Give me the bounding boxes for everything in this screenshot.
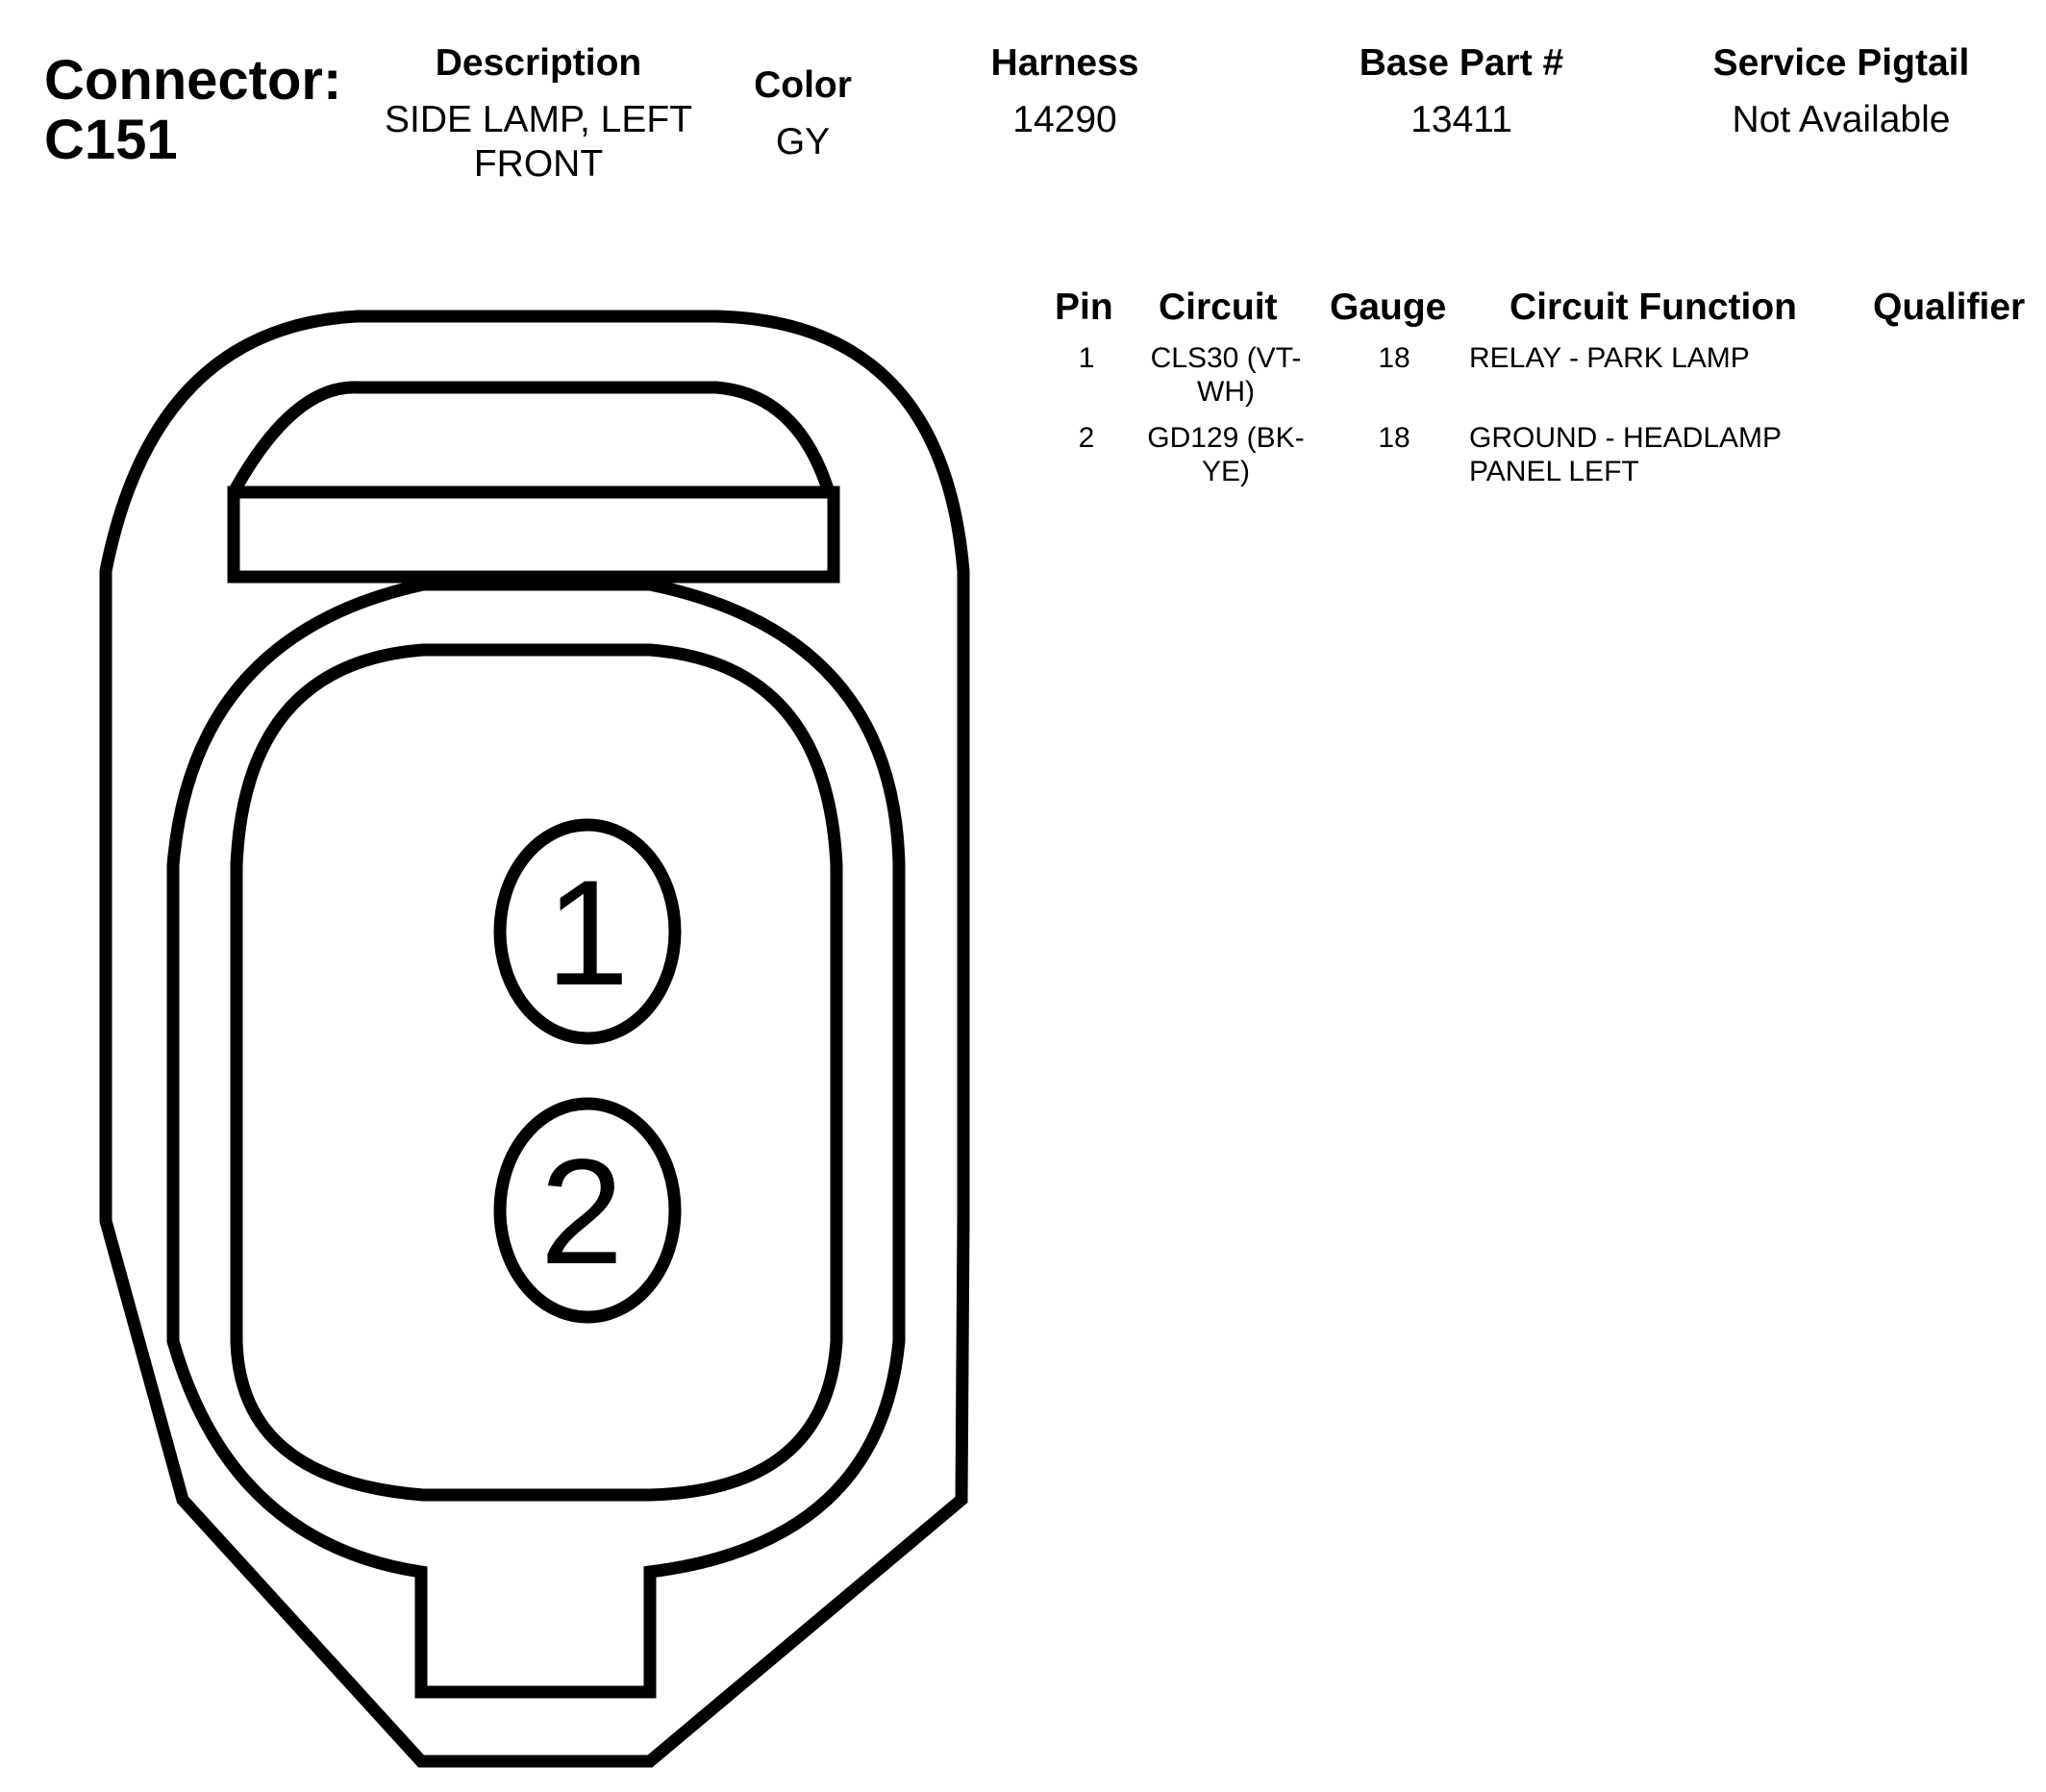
base-part-label: Base Part # — [1359, 42, 1564, 84]
pin-1-terminal — [493, 818, 682, 1045]
row-function: GROUND - HEADLAMP PANEL LEFT — [1469, 421, 1854, 488]
color-value: GY — [775, 121, 831, 162]
description-value-line1: SIDE LAMP, LEFT — [384, 99, 693, 140]
color-label: Color — [754, 64, 852, 106]
row-circuit: CLS30 (VT- WH) — [1125, 341, 1327, 409]
row-function-line1: GROUND - HEADLAMP — [1469, 422, 1783, 454]
col-header-pin: Pin — [1055, 286, 1113, 328]
row-function-line2: PANEL LEFT — [1469, 456, 1639, 487]
service-pigtail-block: Service Pigtail Not Available — [1678, 40, 2005, 142]
description-value-line2: FRONT — [473, 143, 604, 185]
col-header-circuit-function: Circuit Function — [1510, 286, 1797, 328]
row-circuit-line2: YE) — [1201, 456, 1250, 487]
pin-2-number: 2 — [540, 1129, 624, 1296]
connector-inner-cavity — [230, 643, 843, 1502]
row-circuit-line1: GD129 (BK- — [1147, 422, 1305, 454]
service-pigtail-value: Not Available — [1732, 99, 1951, 140]
locking-tab-bar — [227, 485, 840, 584]
connector-middle-boundary — [166, 578, 906, 1699]
col-header-gauge: Gauge — [1330, 286, 1447, 328]
pin-2-terminal — [493, 1097, 682, 1324]
description-label: Description — [435, 42, 642, 84]
row-pin: 1 — [1078, 342, 1095, 374]
connector-label: Connector: — [44, 49, 342, 112]
row-function: RELAY - PARK LAMP — [1469, 341, 1854, 375]
color-block: Color GY — [731, 62, 875, 164]
pin-1-number: 1 — [546, 850, 630, 1017]
row-circuit-line2: WH) — [1197, 376, 1255, 408]
description-block: Description SIDE LAMP, LEFT FRONT — [356, 40, 721, 187]
col-header-qualifier: Qualifier — [1873, 286, 2026, 328]
base-part-block: Base Part # 13411 — [1327, 40, 1596, 142]
row-gauge: 18 — [1378, 342, 1410, 374]
row-circuit-line1: CLS30 (VT- — [1150, 342, 1302, 374]
row-function-line1: RELAY - PARK LAMP — [1469, 342, 1750, 374]
base-part-value: 13411 — [1410, 99, 1512, 140]
harness-block: Harness 14290 — [961, 40, 1168, 142]
harness-value: 14290 — [1012, 99, 1117, 140]
locking-tab-cap — [228, 381, 836, 496]
connector-id: C151 — [44, 109, 178, 171]
row-pin: 2 — [1078, 422, 1095, 454]
col-header-circuit: Circuit — [1159, 286, 1278, 328]
row-gauge: 18 — [1378, 422, 1410, 454]
harness-label: Harness — [990, 42, 1139, 84]
row-circuit: GD129 (BK- YE) — [1125, 421, 1327, 488]
service-pigtail-label: Service Pigtail — [1712, 42, 1970, 84]
connector-outer-housing — [99, 310, 970, 1768]
